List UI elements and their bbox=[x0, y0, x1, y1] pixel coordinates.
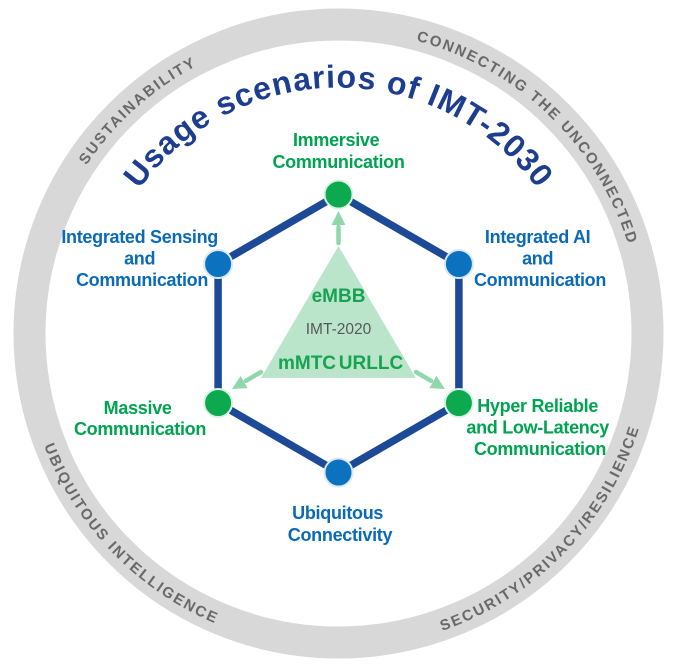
node-label-immersive-communication: Immersive Communication bbox=[272, 130, 404, 172]
triangle-label-embb: eMBB bbox=[312, 286, 366, 307]
node-dot-ubiquitous-connectivity bbox=[323, 457, 354, 488]
triangle-label-imt-2020: IMT-2020 bbox=[306, 321, 372, 338]
node-label-ubiquitous-connectivity: Ubiquitous Connectivity bbox=[288, 503, 393, 545]
expansion-arrow-lower-left-icon bbox=[232, 369, 264, 389]
node-label-massive-communication: Massive Communication bbox=[74, 398, 206, 439]
node-label-hyper-reliable-low-latency: Hyper Reliable and Low-Latency Communica… bbox=[466, 396, 613, 459]
expansion-arrow-lower-right-icon bbox=[413, 369, 445, 389]
expansion-arrow-up-icon bbox=[331, 211, 346, 246]
node-label-integrated-ai-and-communication: Integrated AI and Communication bbox=[474, 227, 606, 290]
node-dot-integrated-sensing-and-communication bbox=[203, 249, 234, 279]
node-label-integrated-sensing-and-communication: Integrated Sensing and Communication bbox=[61, 227, 222, 290]
node-dot-immersive-communication bbox=[323, 179, 354, 210]
node-dot-hyper-reliable-low-latency bbox=[443, 388, 474, 418]
triangle-label-mmtc: mMTC bbox=[278, 353, 336, 374]
triangle-label-urllc: URLLC bbox=[339, 353, 404, 374]
node-dot-massive-communication bbox=[203, 388, 234, 418]
imt-2020-triangle bbox=[261, 246, 416, 378]
node-dot-integrated-ai-and-communication bbox=[443, 249, 474, 279]
outer-ring bbox=[13, 8, 664, 659]
ring-label-ubiquitous-intelligence: UBIQUITOUS INTELLIGENCE bbox=[40, 441, 221, 628]
